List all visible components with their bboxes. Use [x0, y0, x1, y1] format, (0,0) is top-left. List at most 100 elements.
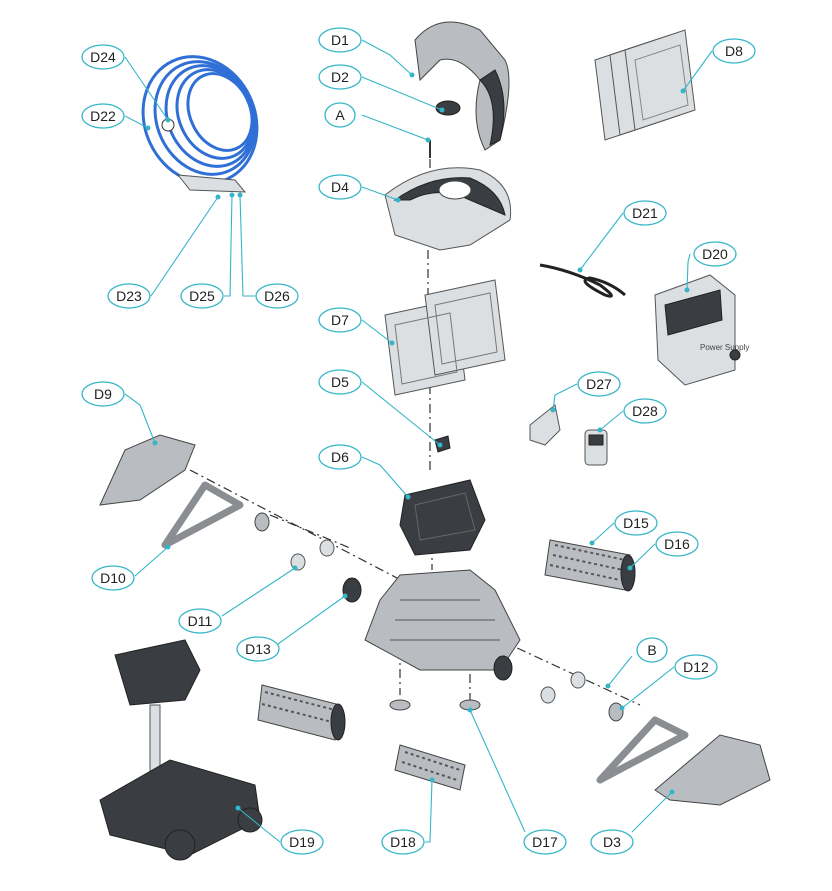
- callout-bubble: [318, 64, 362, 90]
- callout-leader-dot: [145, 125, 151, 131]
- part-side-cover-d9: [99, 434, 196, 506]
- part-wheel-d13: [342, 577, 362, 603]
- callout-leader-dot: [342, 593, 348, 599]
- callout-d27: D27: [550, 371, 621, 413]
- callout-d2: D2: [318, 64, 445, 113]
- callout-leader-dot: [605, 683, 611, 689]
- callout-bubble: [236, 636, 280, 662]
- callout-bubble: [623, 200, 667, 226]
- part-track-right: [596, 716, 689, 784]
- callout-bubble: [81, 103, 125, 129]
- part-track-d10: [161, 481, 244, 549]
- callout-d9: D9: [81, 381, 158, 446]
- callout-label: D4: [331, 179, 349, 195]
- part-top-cover-d4: [384, 167, 512, 251]
- callout-label: D15: [623, 515, 649, 531]
- callout-leader-dot: [680, 88, 686, 94]
- callout-label: D3: [603, 834, 621, 850]
- callout-leader-line: [631, 791, 673, 833]
- callout-label: D26: [264, 288, 290, 304]
- callout-leader-line: [277, 595, 346, 645]
- part-feet-d17: [389, 699, 481, 711]
- callout-bubble: [523, 829, 567, 855]
- callout-label: D16: [664, 536, 690, 552]
- part-small-latch-d5: [434, 435, 451, 453]
- callout-leader-line: [361, 76, 443, 111]
- callout-d1: D1: [318, 27, 415, 78]
- callout-bubble: [318, 174, 362, 200]
- part-caddy-d19: [99, 639, 263, 861]
- callout-label: D5: [331, 374, 349, 390]
- callout-leader-dot: [409, 72, 415, 78]
- callout-leader-line: [469, 709, 526, 833]
- part-side-cover-d3: [654, 734, 771, 806]
- callout-d23: D23: [107, 194, 221, 309]
- callout-d6: D6: [318, 444, 411, 500]
- callout-leader-dot: [597, 427, 603, 433]
- callout-leader-line: [221, 567, 296, 617]
- callout-b: B: [605, 637, 668, 689]
- callout-leader-line: [621, 666, 675, 709]
- callout-bubble: [712, 38, 756, 64]
- callout-leader-dot: [237, 192, 243, 198]
- callout-bubble: [636, 637, 668, 663]
- callout-leader-line: [361, 39, 413, 76]
- part-bracket-d27: [529, 404, 561, 446]
- callout-leader-line: [607, 655, 633, 687]
- part-power-cable-d21: [539, 263, 626, 298]
- callout-bubble: [318, 27, 362, 53]
- callout-label: D13: [245, 641, 271, 657]
- callout-bubble: [81, 381, 125, 407]
- callout-bubble: [107, 283, 151, 309]
- callout-leader-line: [124, 393, 156, 444]
- callout-label: D11: [188, 613, 213, 629]
- callout-d22: D22: [81, 103, 151, 131]
- callout-leader-dot: [437, 442, 443, 448]
- callout-d8: D8: [680, 38, 756, 94]
- callout-leader-line: [425, 779, 433, 843]
- callout-layer: D1D2AD4D7D5D6D8D21D20D27D28D15D16BD12D3D…: [81, 27, 756, 855]
- callout-leader-dot: [395, 197, 401, 203]
- callout-leader-dot: [215, 194, 221, 200]
- callout-leader-dot: [467, 707, 473, 713]
- callout-leader-line: [591, 522, 615, 544]
- part-wheel-right: [493, 655, 513, 681]
- callout-leader-dot: [619, 705, 625, 711]
- callout-leader-dot: [405, 494, 411, 500]
- callout-d15: D15: [589, 510, 658, 546]
- callout-label: D17: [532, 834, 558, 850]
- callout-d20: D20: [684, 241, 737, 293]
- callout-leader-dot: [165, 544, 171, 550]
- callout-d12: D12: [619, 654, 718, 711]
- power-supply-brand-text: Power Supply: [700, 343, 749, 352]
- callout-leader-line: [361, 319, 393, 344]
- callout-bubble: [180, 283, 224, 309]
- callout-d10: D10: [91, 544, 171, 591]
- callout-bubble: [577, 371, 621, 397]
- callout-d28: D28: [597, 398, 667, 433]
- callout-d19: D19: [235, 805, 324, 855]
- callout-leader-dot: [627, 565, 633, 571]
- part-clip-d2: [435, 100, 461, 116]
- callout-leader-dot: [684, 287, 690, 293]
- callout-bubble: [590, 829, 634, 855]
- callout-leader-line: [224, 194, 233, 297]
- callout-leader-dot: [425, 137, 431, 143]
- callout-label: D19: [289, 834, 315, 850]
- callout-bubble: [318, 444, 362, 470]
- callout-leader-line: [682, 50, 713, 92]
- callout-d5: D5: [318, 369, 443, 448]
- callout-label: D18: [390, 834, 416, 850]
- callout-bubble: [178, 608, 222, 634]
- part-motor-body: [364, 569, 521, 671]
- callout-label: D9: [94, 386, 112, 402]
- callout-bubble: [280, 829, 324, 855]
- callout-leader-dot: [235, 805, 241, 811]
- callout-bubble: [81, 44, 125, 70]
- callout-leader-line: [124, 115, 149, 129]
- callout-a: A: [324, 102, 431, 143]
- callout-leader-dot: [152, 440, 158, 446]
- part-filter-basket-d6: [399, 479, 486, 556]
- callout-label: D23: [116, 288, 142, 304]
- callout-leader-dot: [292, 565, 298, 571]
